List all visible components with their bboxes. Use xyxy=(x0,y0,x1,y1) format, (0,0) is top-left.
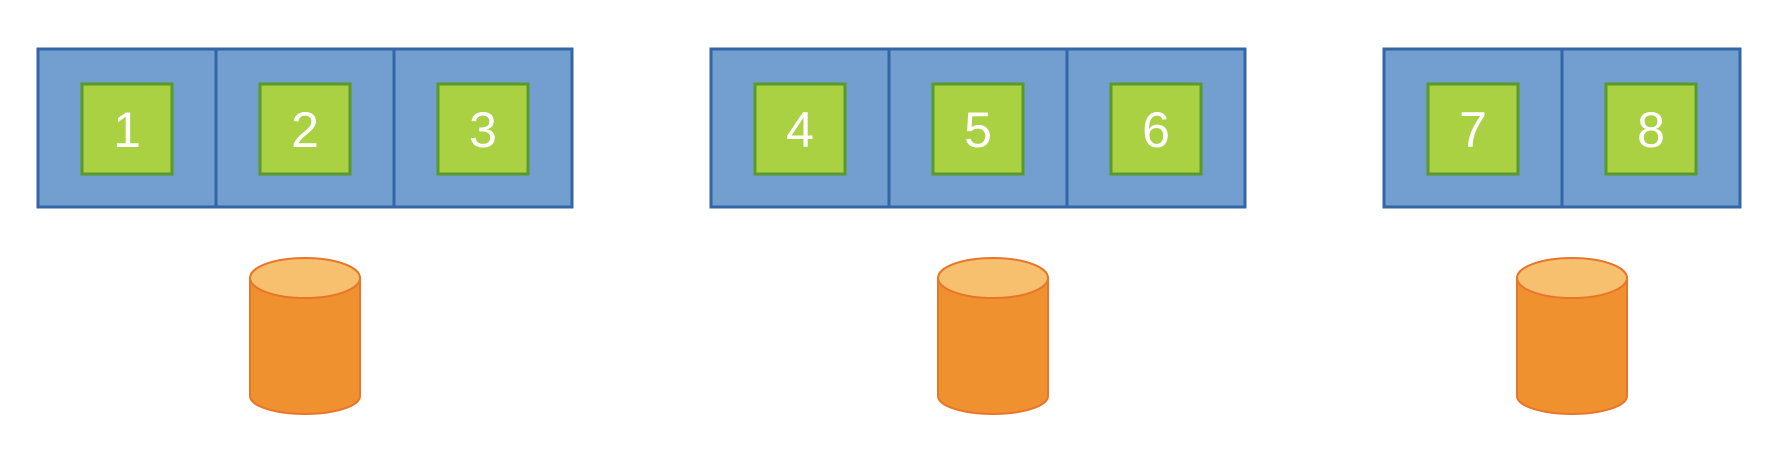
cylinder-top xyxy=(937,257,1049,299)
item-box xyxy=(258,82,352,176)
cylinder-body xyxy=(249,277,361,415)
group-cell xyxy=(1560,47,1742,209)
item-box xyxy=(436,82,530,176)
database-cylinder-icon xyxy=(1516,257,1628,415)
partition-group-1: 1 2 3 xyxy=(36,47,574,209)
partition-group-2: 4 5 6 xyxy=(709,47,1247,209)
item-label: 6 xyxy=(1142,102,1170,158)
item-label: 8 xyxy=(1637,102,1665,158)
item-label: 7 xyxy=(1459,102,1487,158)
cylinder-top xyxy=(1516,257,1628,299)
item-box xyxy=(931,82,1025,176)
item-label: 5 xyxy=(964,102,992,158)
item-label: 2 xyxy=(291,102,319,158)
database-cylinder-icon xyxy=(249,257,361,415)
cylinder-body xyxy=(937,277,1049,415)
item-box xyxy=(753,82,847,176)
group-cell xyxy=(887,47,1069,209)
item-label: 4 xyxy=(786,102,814,158)
item-box xyxy=(1426,82,1520,176)
item-box xyxy=(1109,82,1203,176)
item-box xyxy=(80,82,174,176)
item-box xyxy=(1604,82,1698,176)
partition-group-3: 7 8 xyxy=(1382,47,1742,209)
cylinder-top xyxy=(249,257,361,299)
item-label: 3 xyxy=(469,102,497,158)
database-cylinder-icon xyxy=(937,257,1049,415)
item-label: 1 xyxy=(113,102,141,158)
cylinder-body xyxy=(1516,277,1628,415)
